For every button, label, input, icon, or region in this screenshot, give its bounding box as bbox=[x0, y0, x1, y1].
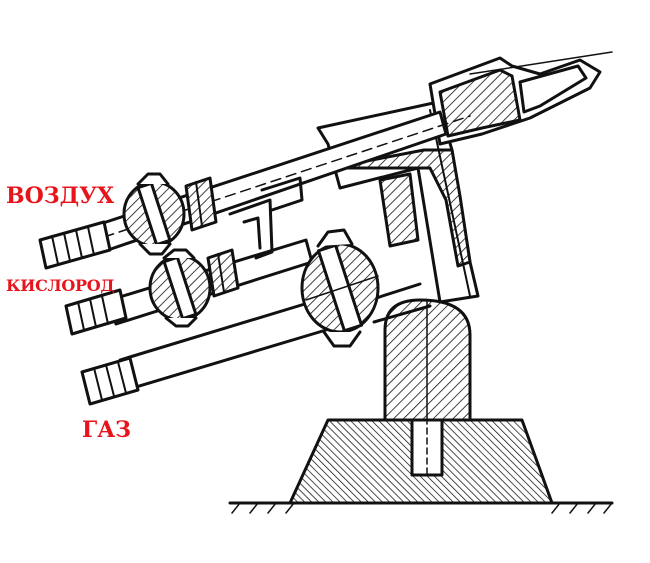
air-label: ВОЗДУХ bbox=[6, 183, 115, 209]
oxygen-valve bbox=[148, 248, 240, 328]
air-tube bbox=[38, 110, 471, 270]
stand-post bbox=[383, 298, 472, 422]
air-valve bbox=[122, 172, 218, 256]
gas-label: ГАЗ bbox=[82, 417, 131, 443]
gas-valve bbox=[300, 228, 380, 348]
oxygen-label: КИСЛОРОД bbox=[6, 276, 115, 295]
nozzle bbox=[428, 51, 613, 146]
stand-base bbox=[288, 417, 554, 505]
